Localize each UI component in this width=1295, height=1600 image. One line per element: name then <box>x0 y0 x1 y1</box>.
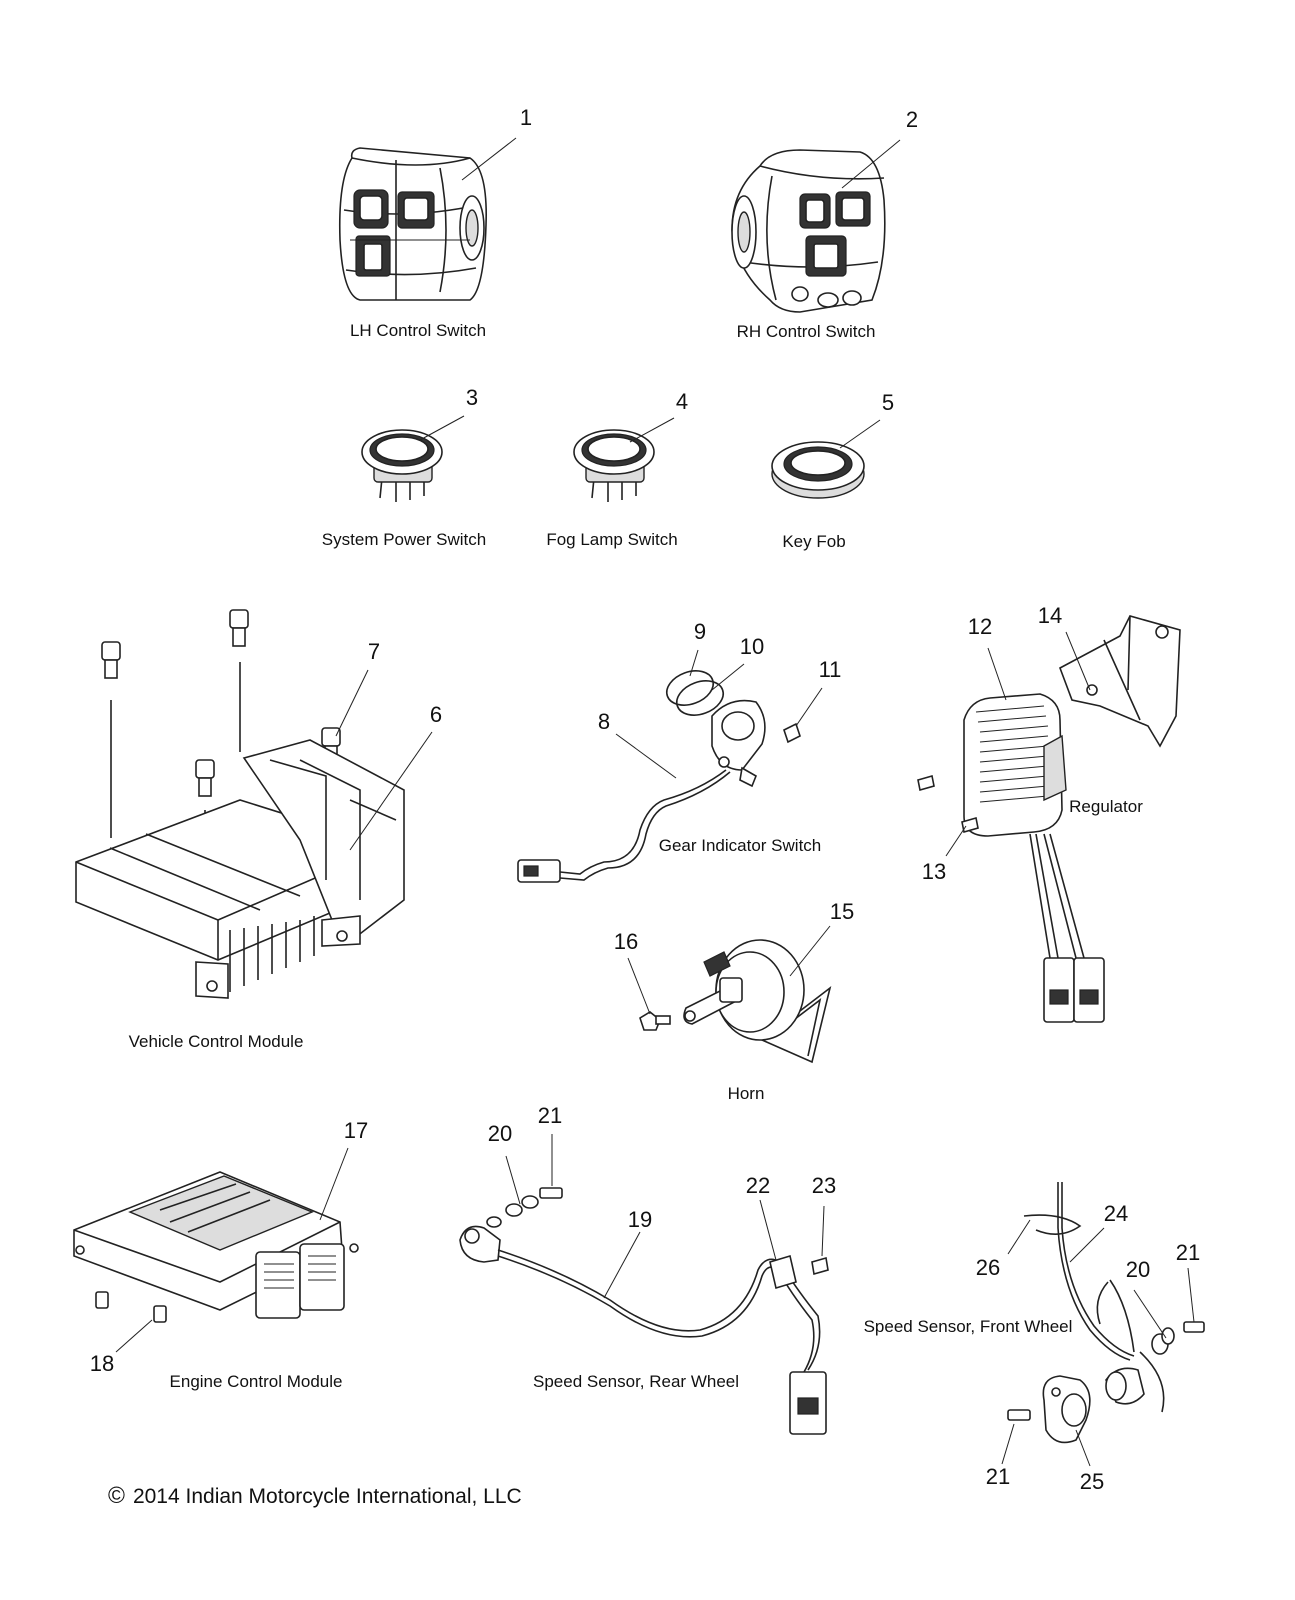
caption-rh-control-switch: RH Control Switch <box>736 322 876 341</box>
speed-sensor-front-drawing <box>1007 1182 1205 1444</box>
callout-14: 14 <box>1037 603 1063 628</box>
caption-speed-sensor-front: Speed Sensor, Front Wheel <box>863 1317 1073 1336</box>
callout-18: 18 <box>89 1351 115 1376</box>
callout-11: 11 <box>818 657 842 682</box>
copyright-text: 2014 Indian Motorcycle International, LL… <box>132 1485 522 1508</box>
callout-25: 25 <box>1079 1469 1105 1494</box>
callout-8: 8 <box>597 709 611 734</box>
callout-13: 13 <box>921 859 947 884</box>
callout-24: 24 <box>1103 1201 1129 1226</box>
callout-3: 3 <box>465 385 479 410</box>
horn-drawing <box>639 939 832 1064</box>
callout-2: 2 <box>905 107 919 132</box>
caption-fog-lamp-switch: Fog Lamp Switch <box>546 530 678 549</box>
callout-7: 7 <box>367 639 381 664</box>
caption-lh-control-switch: LH Control Switch <box>349 321 487 340</box>
rh-control-switch-drawing <box>731 149 886 313</box>
callout-19: 19 <box>627 1207 653 1232</box>
caption-gear-indicator-switch: Gear Indicator Switch <box>658 836 822 855</box>
callout-17: 17 <box>343 1118 369 1143</box>
callout-4: 4 <box>675 389 689 414</box>
callout-22: 22 <box>745 1173 771 1198</box>
fog-lamp-switch-drawing <box>573 429 655 502</box>
callout-26: 26 <box>975 1255 1001 1280</box>
callout-20-rear: 20 <box>487 1121 513 1146</box>
caption-key-fob: Key Fob <box>782 532 846 551</box>
callout-15: 15 <box>829 899 855 924</box>
callout-9: 9 <box>693 619 707 644</box>
speed-sensor-rear-drawing <box>459 1187 829 1435</box>
lh-control-switch-drawing <box>338 147 487 301</box>
caption-system-power-switch: System Power Switch <box>321 530 487 549</box>
callout-1: 1 <box>519 105 533 130</box>
caption-vehicle-control-module: Vehicle Control Module <box>128 1032 304 1051</box>
callout-21-front-top: 21 <box>1175 1240 1201 1265</box>
copyright-notice: © 2014 Indian Motorcycle International, L… <box>108 1482 522 1509</box>
leader-lines <box>115 137 1195 1467</box>
callout-20-front: 20 <box>1125 1257 1151 1282</box>
caption-speed-sensor-rear: Speed Sensor, Rear Wheel <box>532 1372 740 1391</box>
caption-engine-control-module: Engine Control Module <box>169 1372 343 1391</box>
engine-control-module-drawing <box>73 1171 359 1323</box>
callout-21-rear: 21 <box>537 1103 563 1128</box>
key-fob-drawing <box>771 441 865 499</box>
callout-12: 12 <box>967 614 993 639</box>
callout-16: 16 <box>613 929 639 954</box>
vehicle-control-module-drawing <box>75 609 405 999</box>
copyright-symbol: © <box>108 1482 125 1508</box>
caption-horn: Horn <box>727 1084 765 1103</box>
callout-10: 10 <box>739 634 765 659</box>
regulator-drawing <box>917 615 1181 1023</box>
callout-21-front-bottom: 21 <box>985 1464 1011 1489</box>
callout-6: 6 <box>429 702 443 727</box>
caption-regulator: Regulator <box>1069 797 1143 816</box>
gear-indicator-switch-drawing <box>517 670 801 883</box>
system-power-switch-drawing <box>361 429 443 502</box>
callout-5: 5 <box>881 390 895 415</box>
callout-23: 23 <box>811 1173 837 1198</box>
